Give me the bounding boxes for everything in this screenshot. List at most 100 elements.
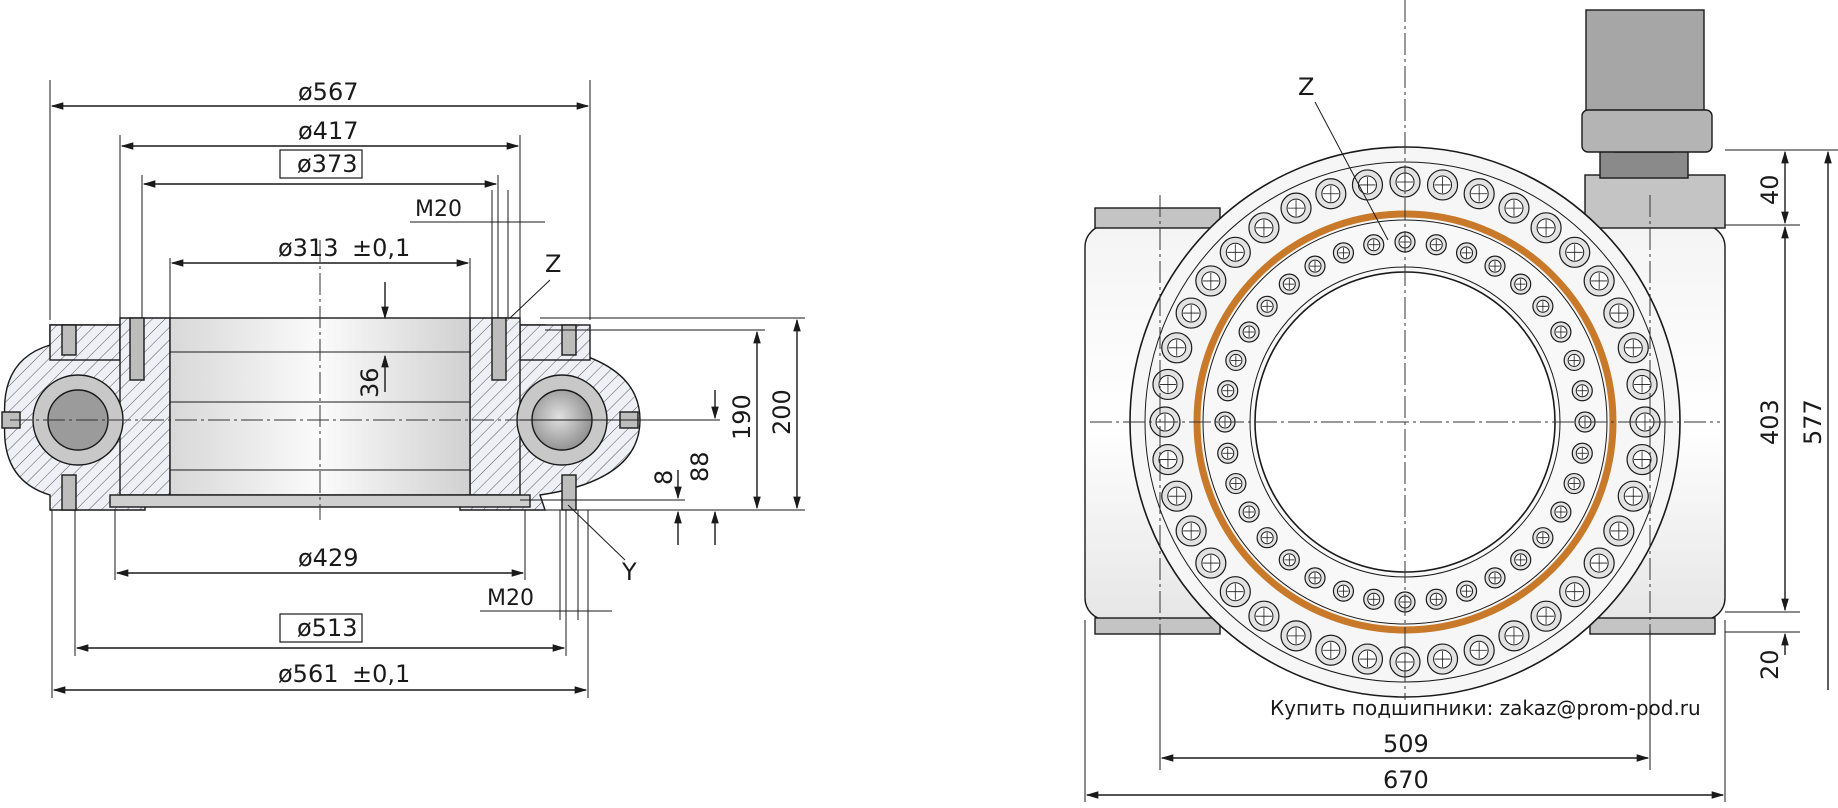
outer-bolt [1463,634,1495,666]
dim-577: 577 [1799,399,1827,445]
outer-bolt [1315,634,1347,666]
worm-cap-left [1094,207,1221,229]
outer-bolt [1559,576,1591,608]
worm-cap-left-bottom [1094,617,1221,635]
dim-509: 509 [1383,730,1429,758]
dim-373-box [279,149,363,179]
inner-bolt [1571,442,1593,464]
outer-bolt [1617,332,1649,364]
dim-670: 670 [1383,766,1429,794]
inner-bolt [1484,567,1506,589]
inner-bolt [1425,588,1447,610]
outer-bolt [1498,620,1530,652]
inner-bolt [1238,501,1260,523]
inner-bolt [1332,242,1355,264]
bolt [561,324,577,356]
outer-bolt [1583,547,1615,579]
outer-bolt [1315,178,1347,210]
outer-bolt [1426,643,1459,675]
bolt [491,317,507,381]
inner-bolt [1484,255,1506,277]
dim-20: 20 [1756,649,1784,680]
inner-bolt [1278,273,1300,295]
dim-561: ø561 [278,660,339,688]
inner-bolt [1332,580,1355,602]
outer-bolt [1152,443,1184,476]
inner-bolt [1563,349,1585,372]
outer-bolt [1530,212,1562,244]
outer-bolt [1559,236,1591,268]
bolt [61,324,77,356]
dim-190: 190 [728,394,756,440]
outer-bolt [1463,178,1495,210]
bolt [61,474,77,511]
outer-bolt [1530,600,1562,632]
plan-view: Z 40 403 20 577 509 670 [1084,0,1838,802]
inner-bolt [1532,295,1554,317]
outer-bolt [1175,515,1207,547]
inner-bolt [1455,242,1478,264]
motor-collar [1581,109,1713,153]
label-z-left: Z [545,250,561,278]
motor-flange [1584,174,1726,229]
dim-thread-top: M20 [415,197,462,222]
inner-bolt [1278,549,1300,571]
outer-bolt [1603,297,1635,329]
outer-bolt [1152,368,1184,401]
outer-bolt [1195,547,1227,579]
inner-bolt [1225,472,1247,495]
outer-bolt [1219,236,1251,268]
outer-bolt [1161,480,1193,512]
dim-88: 88 [686,451,714,482]
dim-36: 36 [356,367,384,398]
label-z-right: Z [1298,73,1314,101]
outer-bolt [1617,480,1649,512]
inner-bolt [1532,527,1554,549]
dim-417: ø417 [298,117,359,145]
outer-bolt [1175,297,1207,329]
outer-bolt [1583,265,1615,297]
dim-200: 200 [768,389,796,435]
inner-bolt [1510,273,1532,295]
dim-40: 40 [1756,174,1784,205]
dim-429: ø429 [298,544,359,572]
inner-bolt [1304,567,1326,589]
inner-bolt [1217,442,1239,464]
inner-bolt [1455,580,1478,602]
dim-8: 8 [650,470,678,485]
outer-bolt [1603,515,1635,547]
dim-313-tol: ±0,1 [352,234,410,262]
inner-bolt [1571,380,1593,402]
inner-bolt [1238,321,1260,343]
dim-313: ø313 [278,234,339,262]
outer-bolt [1280,620,1312,652]
inner-bolt [1256,295,1278,317]
inner-bolt [1550,321,1572,343]
outer-bolt-circle [1149,166,1661,678]
outer-bolt [1626,368,1658,401]
inner-bolt [1363,588,1385,610]
outer-bolt [1248,212,1280,244]
bolt [561,474,577,511]
section-view: ø567 ø417 ø373 M20 ø313 ±0,1 36 Z 200 19… [1,78,805,698]
outer-bolt [1195,265,1227,297]
dim-thread-bottom: M20 [487,586,534,611]
outer-bolt [1161,332,1193,364]
dim-513-box [279,613,363,643]
inner-bolt [1363,234,1385,256]
dim-373: ø373 [297,150,358,178]
dim-403: 403 [1756,399,1784,445]
outer-flange-left [49,324,121,361]
outer-bolt [1280,192,1312,224]
inner-bolt-circle [1214,231,1596,613]
outer-bolt [1351,643,1384,675]
inner-bolt [1510,549,1532,571]
inner-bolt [1550,501,1572,523]
dim-561-tol: ±0,1 [352,660,410,688]
inner-ring-left [119,317,171,496]
inner-bolt [1217,380,1239,402]
footer-note: Купить подшипники: zakaz@prom-pod.ru [1270,696,1701,720]
label-y: Y [621,558,637,586]
motor-body [1585,9,1705,119]
